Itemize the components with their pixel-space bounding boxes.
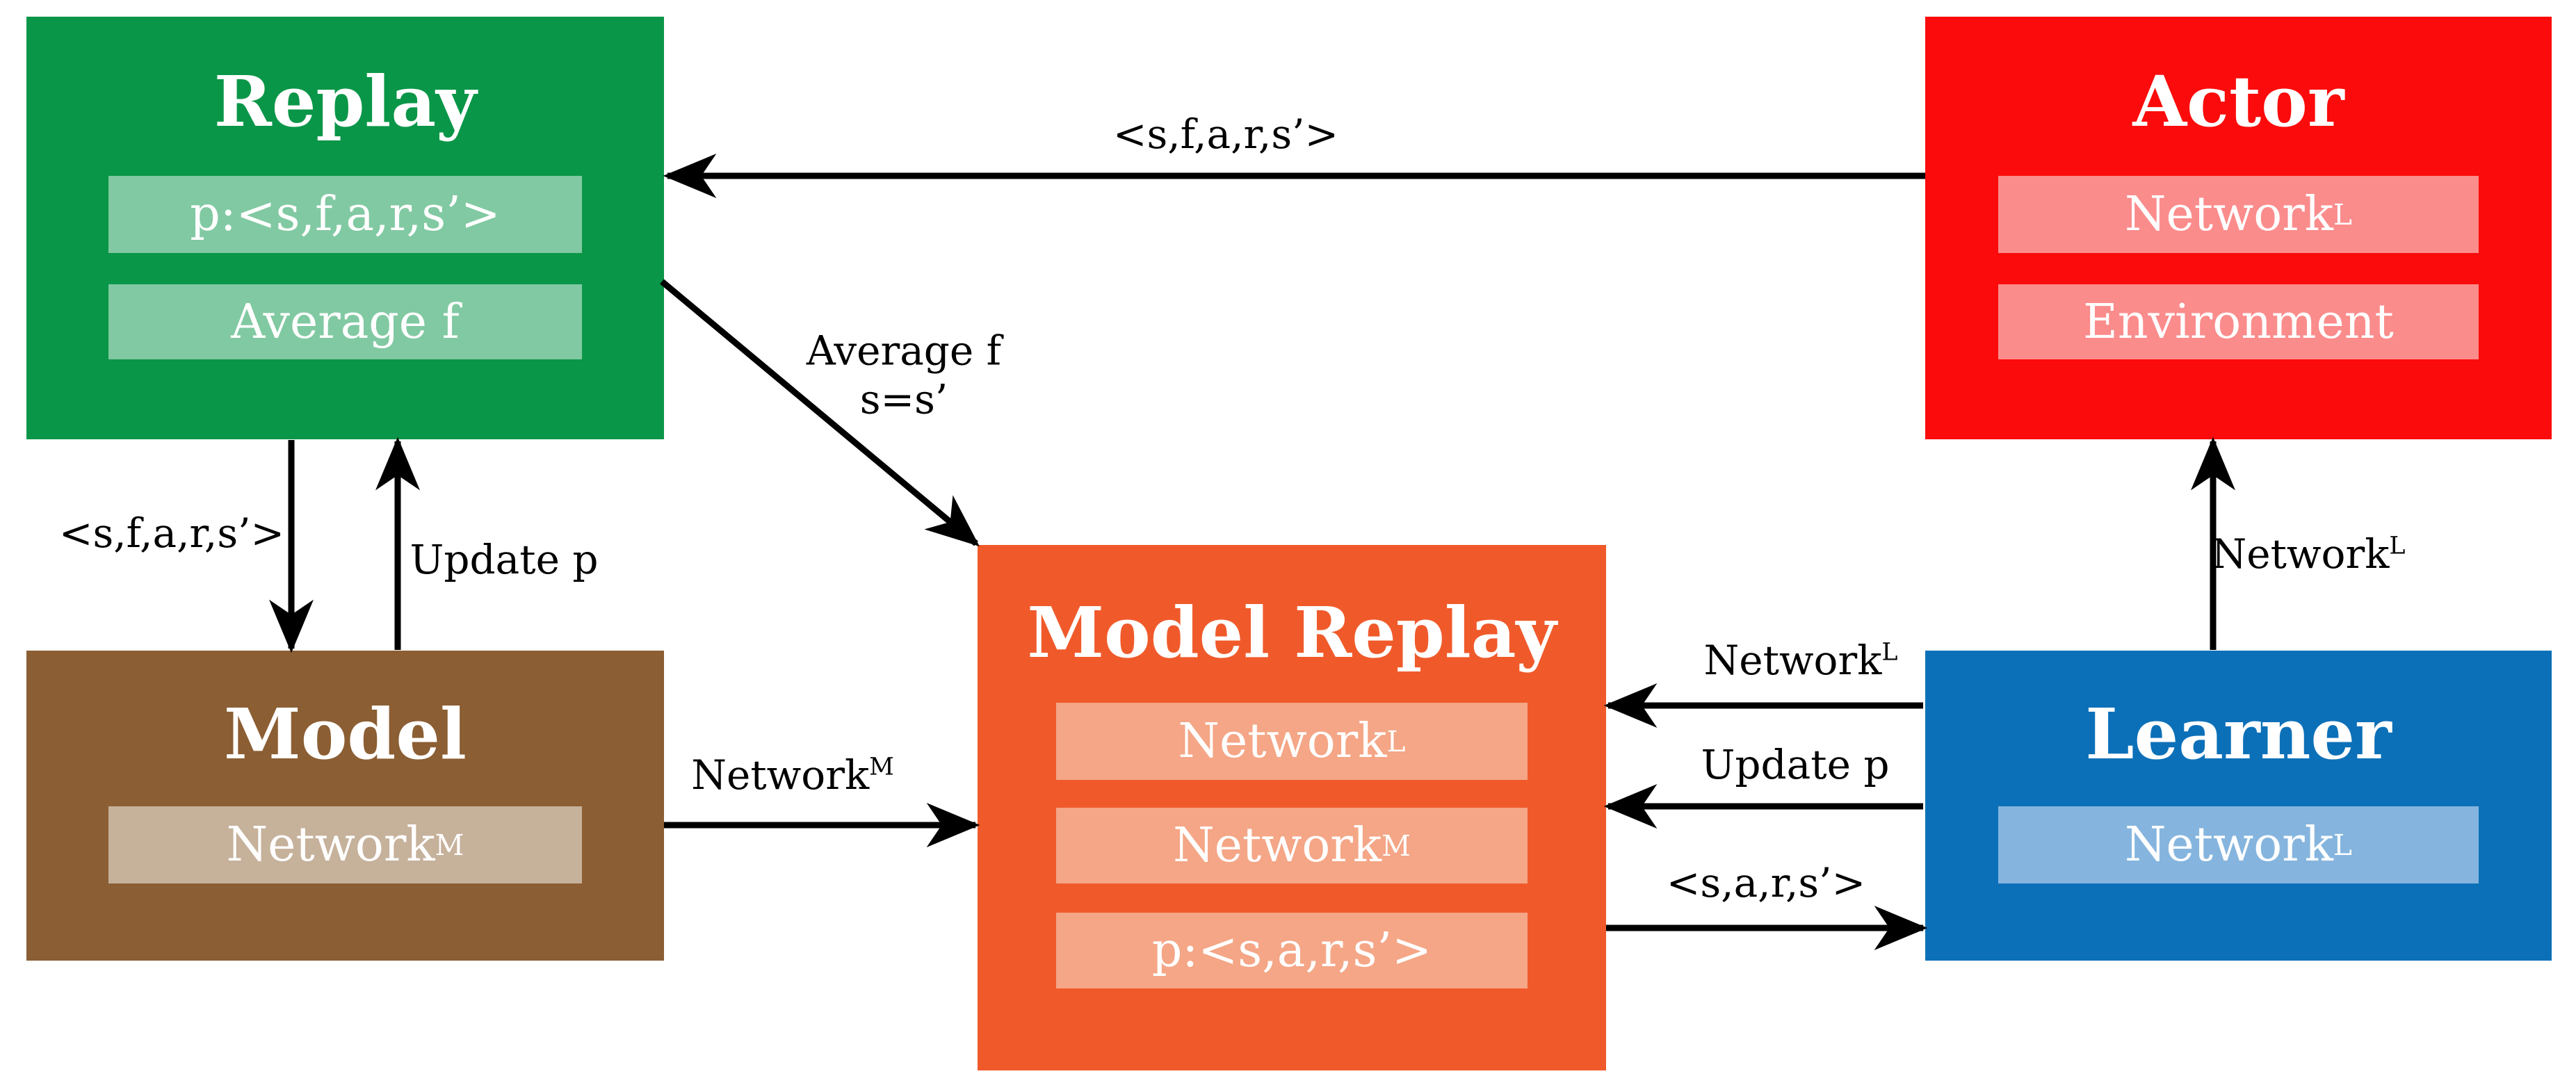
learner-title: Learner — [2085, 693, 2392, 775]
actor-title: Actor — [2132, 60, 2344, 142]
label-average-f: Average f — [806, 327, 1002, 375]
label-learner-to-actor: NetworkL — [2211, 530, 2406, 578]
replay-row-priority-tuple: p:<s,f,a,r,s’> — [108, 176, 582, 253]
model-replay-row-priority-tuple: p:<s,a,r,s’> — [1056, 913, 1528, 988]
label-learner-to-model-replay-update: Update p — [1701, 741, 1890, 788]
actor-row-environment: Environment — [1998, 284, 2479, 359]
replay-title: Replay — [213, 60, 477, 142]
label-learner-to-model-replay-network: NetworkL — [1703, 637, 1898, 684]
label-s-equals-s: s=s’ — [859, 375, 948, 423]
model-replay-title: Model Replay — [1027, 592, 1557, 674]
model-title: Model — [224, 693, 467, 775]
label-replay-to-model-replay: Average f s=s’ — [807, 327, 1001, 423]
label-model-to-model-replay: NetworkM — [691, 751, 894, 799]
replay-box: Replay p:<s,f,a,r,s’> Average f — [26, 17, 664, 439]
label-model-replay-to-learner: <s,a,r,s’> — [1666, 859, 1866, 906]
label-actor-to-replay: <s,f,a,r,s’> — [1112, 111, 1339, 158]
label-model-to-replay: Update p — [410, 536, 599, 583]
label-replay-to-model: <s,f,a,r,s’> — [58, 510, 285, 557]
replay-row-average-f: Average f — [108, 284, 582, 359]
